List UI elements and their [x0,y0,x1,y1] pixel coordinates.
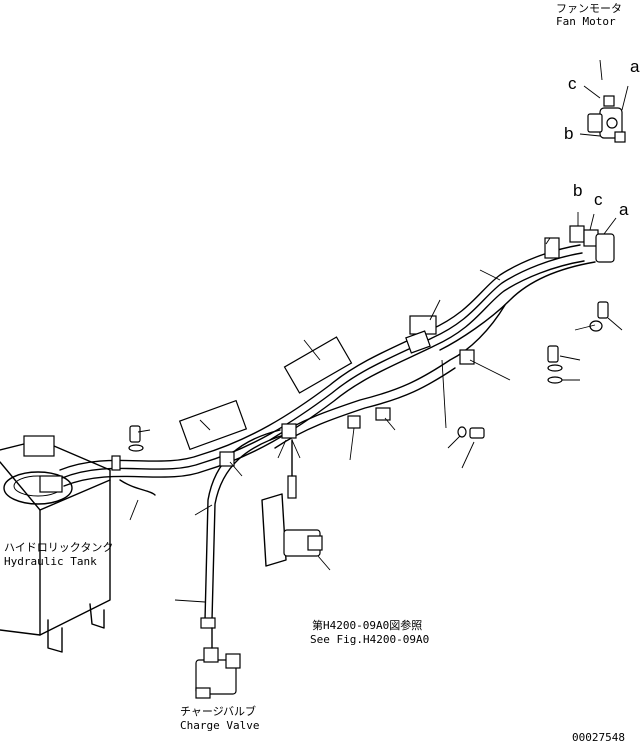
hydraulic-tank [0,435,111,653]
charge-valve [195,627,241,699]
drawing-number: 00027548 [572,731,625,744]
reference-label-en: See Fig.H4200-09A0 [310,633,430,646]
valve-bracket [261,439,323,567]
clamps [178,237,560,467]
fan-motor [579,59,629,143]
motor-callout-a: a [630,57,640,76]
hydraulic-tank-label-jp: ハイドロリックタンク [4,541,114,554]
motor-callout-b: b [564,124,574,143]
reference-label-jp: 第H4200-09A0図参照 [312,619,423,632]
hose-end-fittings [569,212,617,263]
hose-callout-b: b [573,181,583,200]
hydraulic-tank-label-en: Hydraulic Tank [4,555,97,568]
motor-callout-c: c [568,74,577,93]
hose-bundle [59,244,596,496]
bolts [111,301,609,471]
fan-motor-label-jp: ファンモータ [556,2,622,15]
hose-callout-c: c [594,190,603,209]
charge-valve-label-jp: チャージバルブ [180,705,257,718]
fan-motor-label-en: Fan Motor [556,15,616,28]
leader-lines [129,237,623,603]
charge-valve-label-en: Charge Valve [180,719,260,732]
hose-callout-a: a [619,200,629,219]
